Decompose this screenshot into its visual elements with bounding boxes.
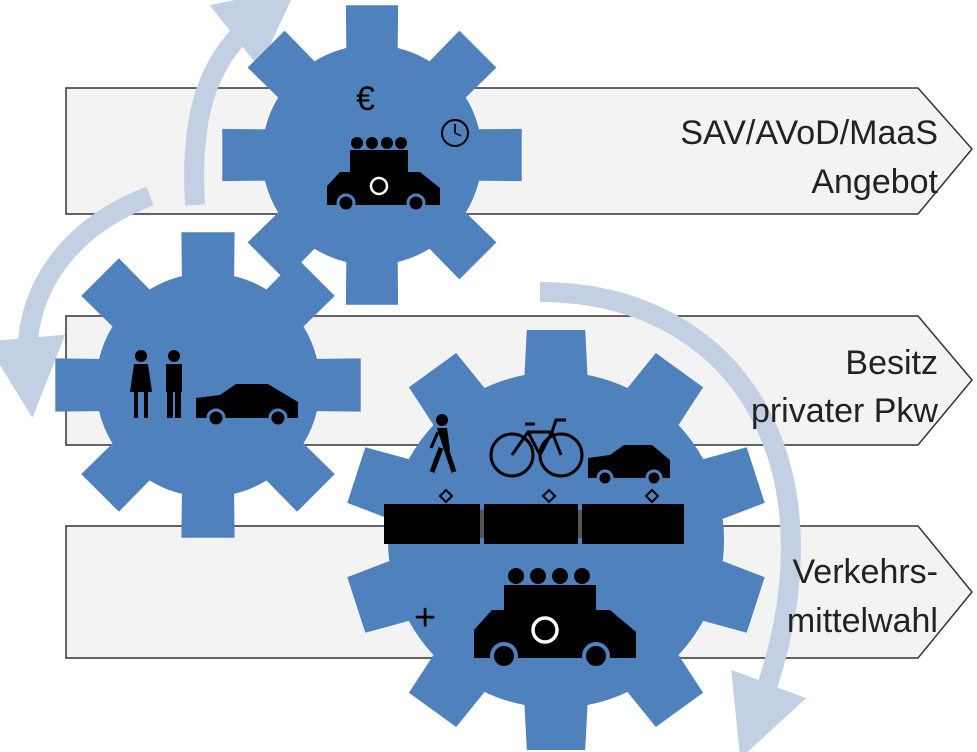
cycle-arrow-right <box>539 282 807 752</box>
banner-label-line1: SAV/AVoD/MaaS <box>680 114 938 152</box>
cycle-arrow-top <box>184 0 298 206</box>
man-icon <box>166 350 182 418</box>
car-icon <box>196 384 298 428</box>
shared-autonomous-car-icon <box>474 568 636 670</box>
gear-private-car <box>55 232 361 538</box>
banner-label-line2: Angebot <box>811 163 938 201</box>
car-icon <box>588 445 670 487</box>
plus-icon: + <box>414 597 436 639</box>
banner-label-line2: privater Pkw <box>751 392 938 430</box>
cycle-arrow-left <box>0 186 154 418</box>
banner-label-line2: mittelwahl <box>787 602 938 640</box>
gear-shape <box>55 232 361 538</box>
shared-autonomous-car-icon <box>327 137 440 213</box>
bicycle-icon <box>489 418 584 478</box>
clock-icon <box>441 119 469 147</box>
tram-icon <box>384 488 684 544</box>
banner-label-line1: Besitz <box>845 344 938 382</box>
euro-icon: € <box>356 80 375 118</box>
pedestrian-icon <box>429 414 457 473</box>
woman-icon <box>130 350 152 418</box>
banner-label-line1: Verkehrs- <box>793 553 939 591</box>
